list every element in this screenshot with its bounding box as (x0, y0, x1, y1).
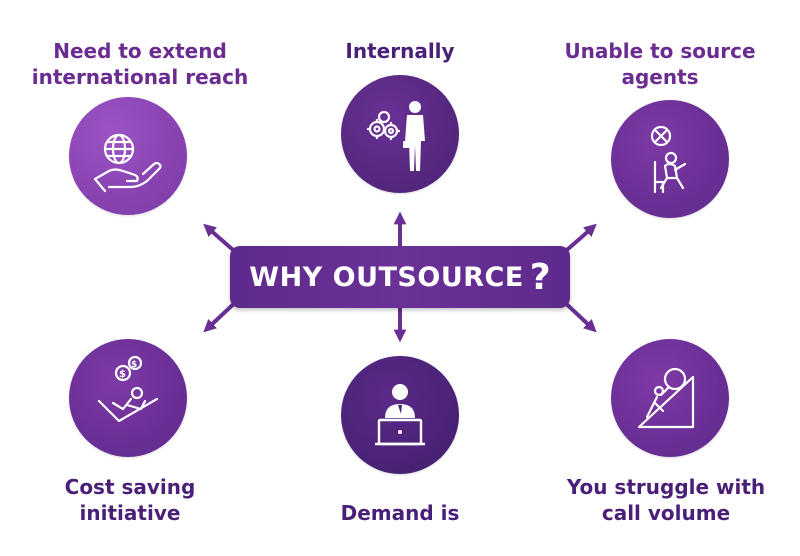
circle-internally (341, 75, 459, 193)
label-line: agents (621, 65, 699, 89)
circle-demand (341, 356, 459, 474)
label-line: Demand is (340, 501, 460, 525)
reason-label-cost-saving: Cost saving initiative (30, 474, 230, 526)
businessman-with-gears-icon (367, 101, 425, 171)
relaxing-person-with-coins-icon: $ $ (97, 355, 159, 423)
reason-label-international-reach: Need to extend international reach (22, 38, 258, 90)
reason-label-source-agents: Unable to source agents (550, 38, 770, 90)
label-line: call volume (601, 501, 731, 525)
svg-text:$: $ (131, 360, 137, 370)
label-line: initiative (79, 501, 181, 525)
label-line: Internally (345, 39, 455, 63)
circle-cost-saving: $ $ (69, 339, 187, 457)
label-line: international reach (31, 65, 249, 89)
center-title: WHY OUTSOURCE (249, 261, 524, 293)
svg-text:$: $ (119, 369, 126, 380)
why-outsource-banner: WHY OUTSOURCE ? (230, 246, 570, 308)
agent-at-laptop-icon (375, 384, 425, 446)
label-line: You struggle with (566, 475, 766, 499)
circle-international-reach (69, 97, 187, 215)
label-line: Unable to source (564, 39, 756, 63)
label-line: Need to extend (53, 39, 227, 63)
reason-label-call-volume: You struggle with call volume (548, 474, 784, 526)
circle-call-volume (611, 339, 729, 457)
question-mark: ? (529, 256, 551, 298)
person-pushing-boulder-icon (637, 367, 695, 429)
reason-label-internally: Internally (300, 38, 500, 64)
globe-in-hand-icon (93, 133, 162, 193)
seated-agent-icon (650, 125, 687, 194)
circle-source-agents (611, 100, 729, 218)
reason-label-demand: Demand is (300, 500, 500, 526)
label-line: Cost saving (64, 475, 196, 499)
